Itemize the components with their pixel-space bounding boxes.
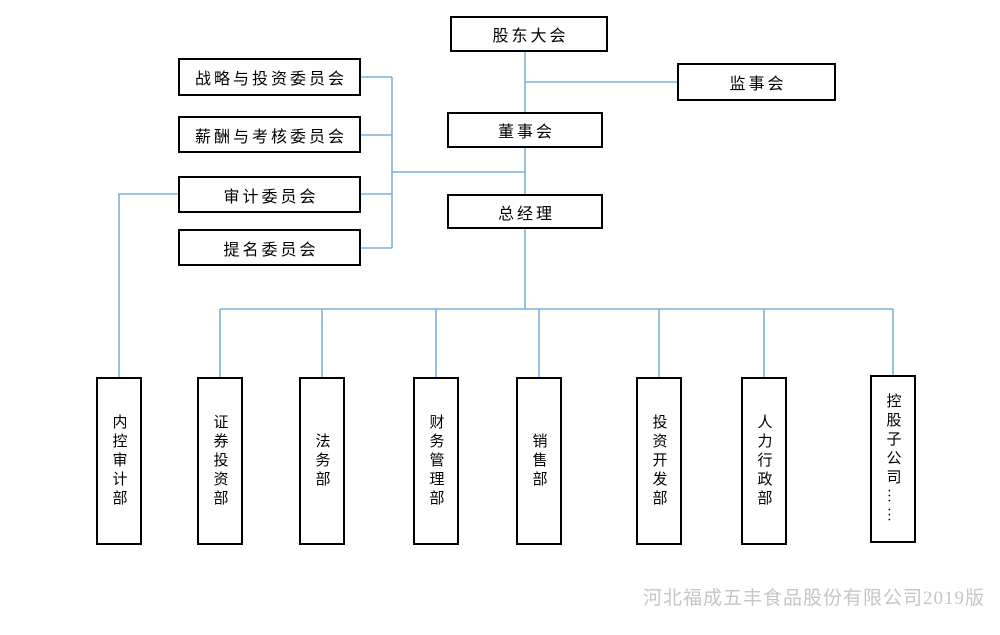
node-supervisory-board: 监事会	[677, 63, 836, 101]
node-board-of-directors: 董事会	[447, 112, 603, 148]
dept-investment-development: 投资开发部	[636, 377, 682, 545]
dept-legal: 法务部	[299, 377, 345, 545]
dept-financial-management: 财务管理部	[413, 377, 459, 545]
node-shareholders-meeting: 股东大会	[450, 16, 608, 52]
committee-nomination: 提名委员会	[178, 229, 361, 266]
dept-hr-admin: 人力行政部	[741, 377, 787, 545]
node-general-manager: 总经理	[447, 194, 603, 229]
dept-internal-audit: 内控审计部	[96, 377, 142, 545]
line-audit-to-dept	[118, 193, 178, 377]
committee-strategy-investment: 战略与投资委员会	[178, 58, 361, 96]
dept-holding-subsidiaries: 控股子公司……	[870, 375, 916, 543]
watermark-text: 河北福成五丰食品股份有限公司2019版	[642, 588, 985, 609]
committee-audit: 审计委员会	[178, 176, 361, 213]
committee-remuneration-assessment: 薪酬与考核委员会	[178, 116, 361, 153]
dept-sales: 销售部	[516, 377, 562, 545]
dept-securities-investment: 证券投资部	[197, 377, 243, 545]
